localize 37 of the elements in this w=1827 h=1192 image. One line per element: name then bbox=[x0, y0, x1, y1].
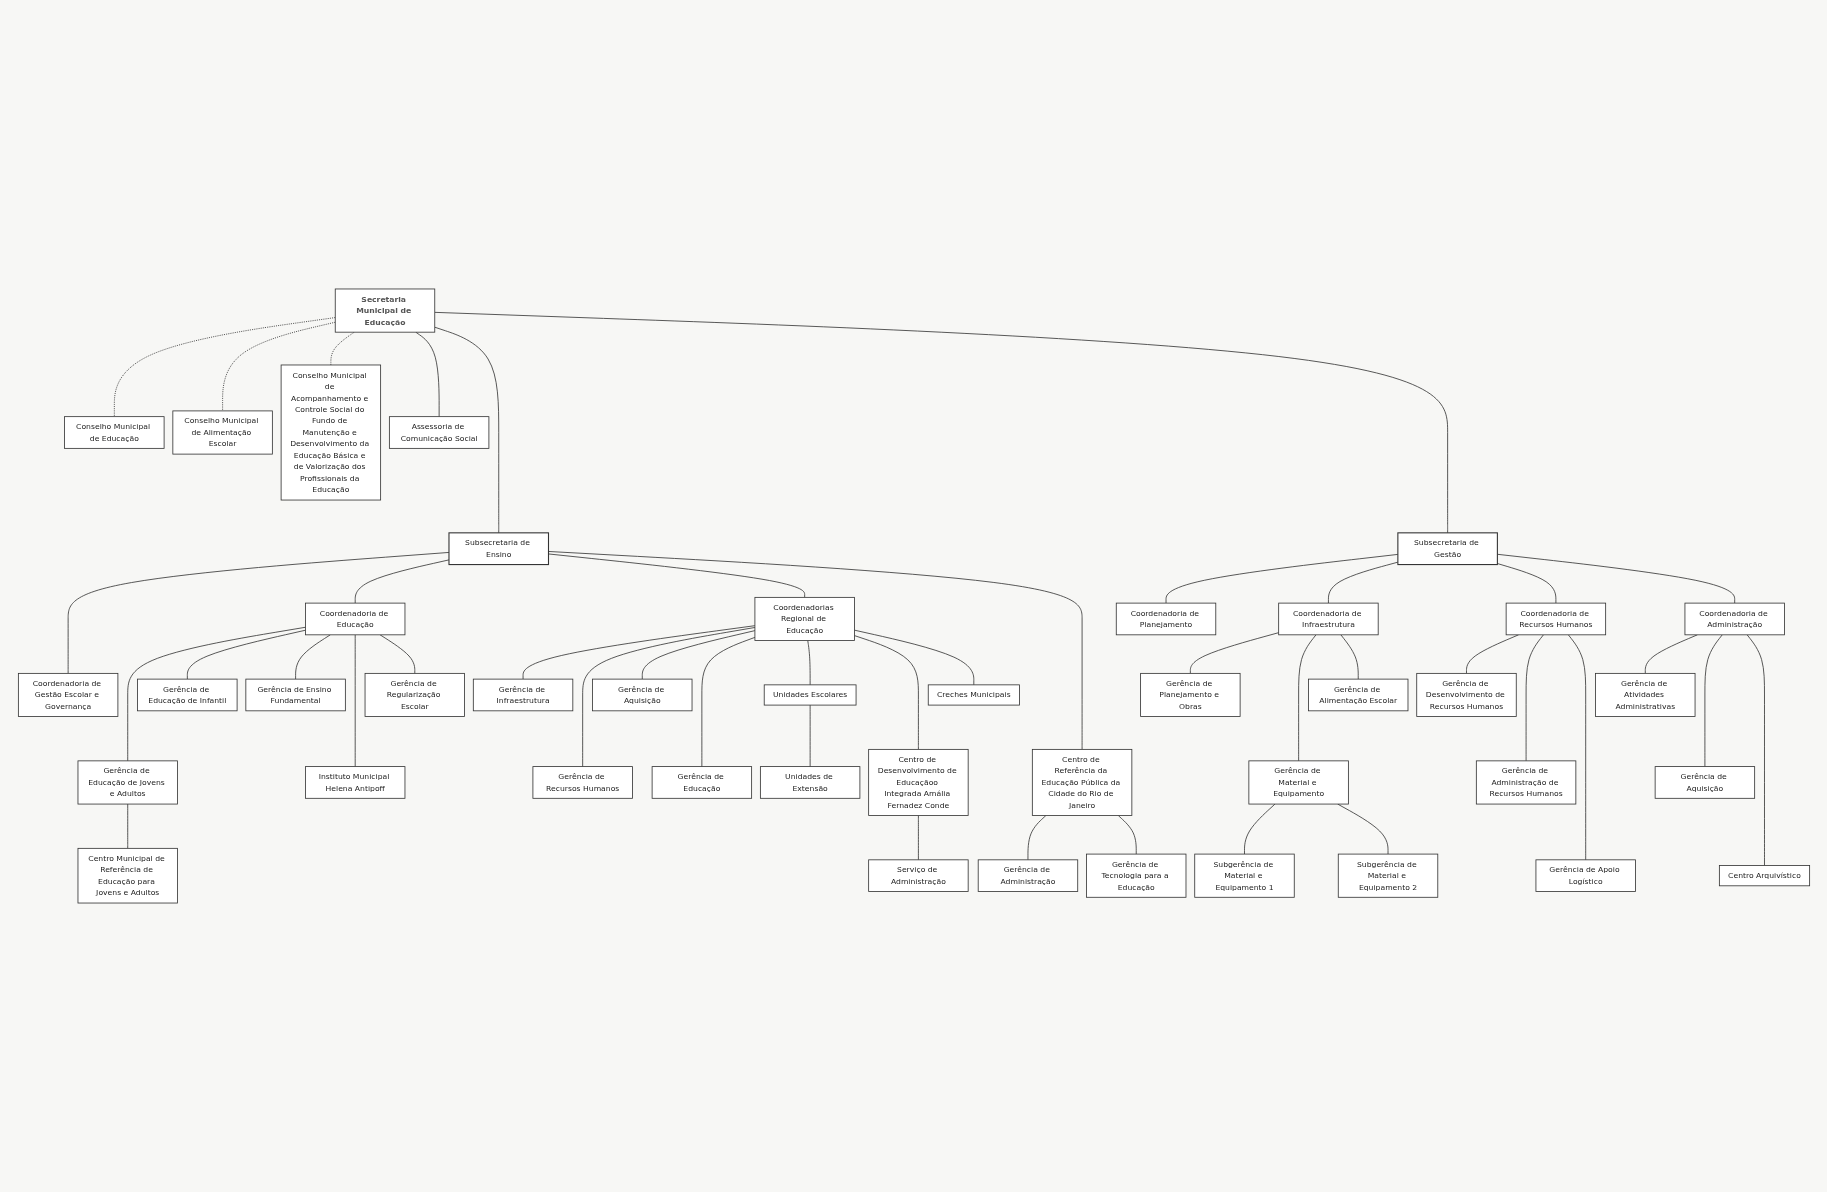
connector bbox=[294, 634, 331, 680]
connector bbox=[1027, 815, 1046, 861]
connector bbox=[1496, 553, 1735, 604]
connector bbox=[1165, 554, 1398, 604]
connector bbox=[853, 629, 974, 686]
connector bbox=[113, 317, 336, 418]
connector bbox=[1465, 634, 1519, 674]
connector bbox=[917, 815, 919, 861]
connector bbox=[522, 625, 755, 680]
connector bbox=[126, 626, 306, 762]
connector bbox=[1339, 634, 1359, 680]
connector bbox=[221, 321, 336, 412]
connector bbox=[1496, 563, 1556, 604]
connector bbox=[433, 311, 1448, 534]
connector bbox=[1525, 634, 1544, 762]
connector bbox=[1243, 803, 1275, 855]
connector bbox=[700, 636, 755, 767]
connector bbox=[1117, 815, 1137, 855]
connector bbox=[354, 559, 449, 604]
connector bbox=[806, 640, 811, 686]
connector bbox=[853, 635, 919, 750]
connector bbox=[379, 634, 415, 674]
connector bbox=[354, 634, 356, 767]
connector bbox=[809, 704, 811, 767]
connector bbox=[126, 803, 128, 849]
connector bbox=[1746, 634, 1765, 866]
connector bbox=[1327, 561, 1398, 604]
connector bbox=[1567, 634, 1586, 861]
connector bbox=[1297, 634, 1316, 762]
connector bbox=[1704, 634, 1723, 767]
connector bbox=[433, 326, 499, 534]
connector bbox=[1644, 634, 1698, 674]
connector bbox=[1189, 632, 1279, 674]
connector bbox=[186, 629, 306, 680]
connector bbox=[641, 630, 755, 680]
connector bbox=[581, 627, 755, 767]
connector bbox=[67, 552, 449, 674]
